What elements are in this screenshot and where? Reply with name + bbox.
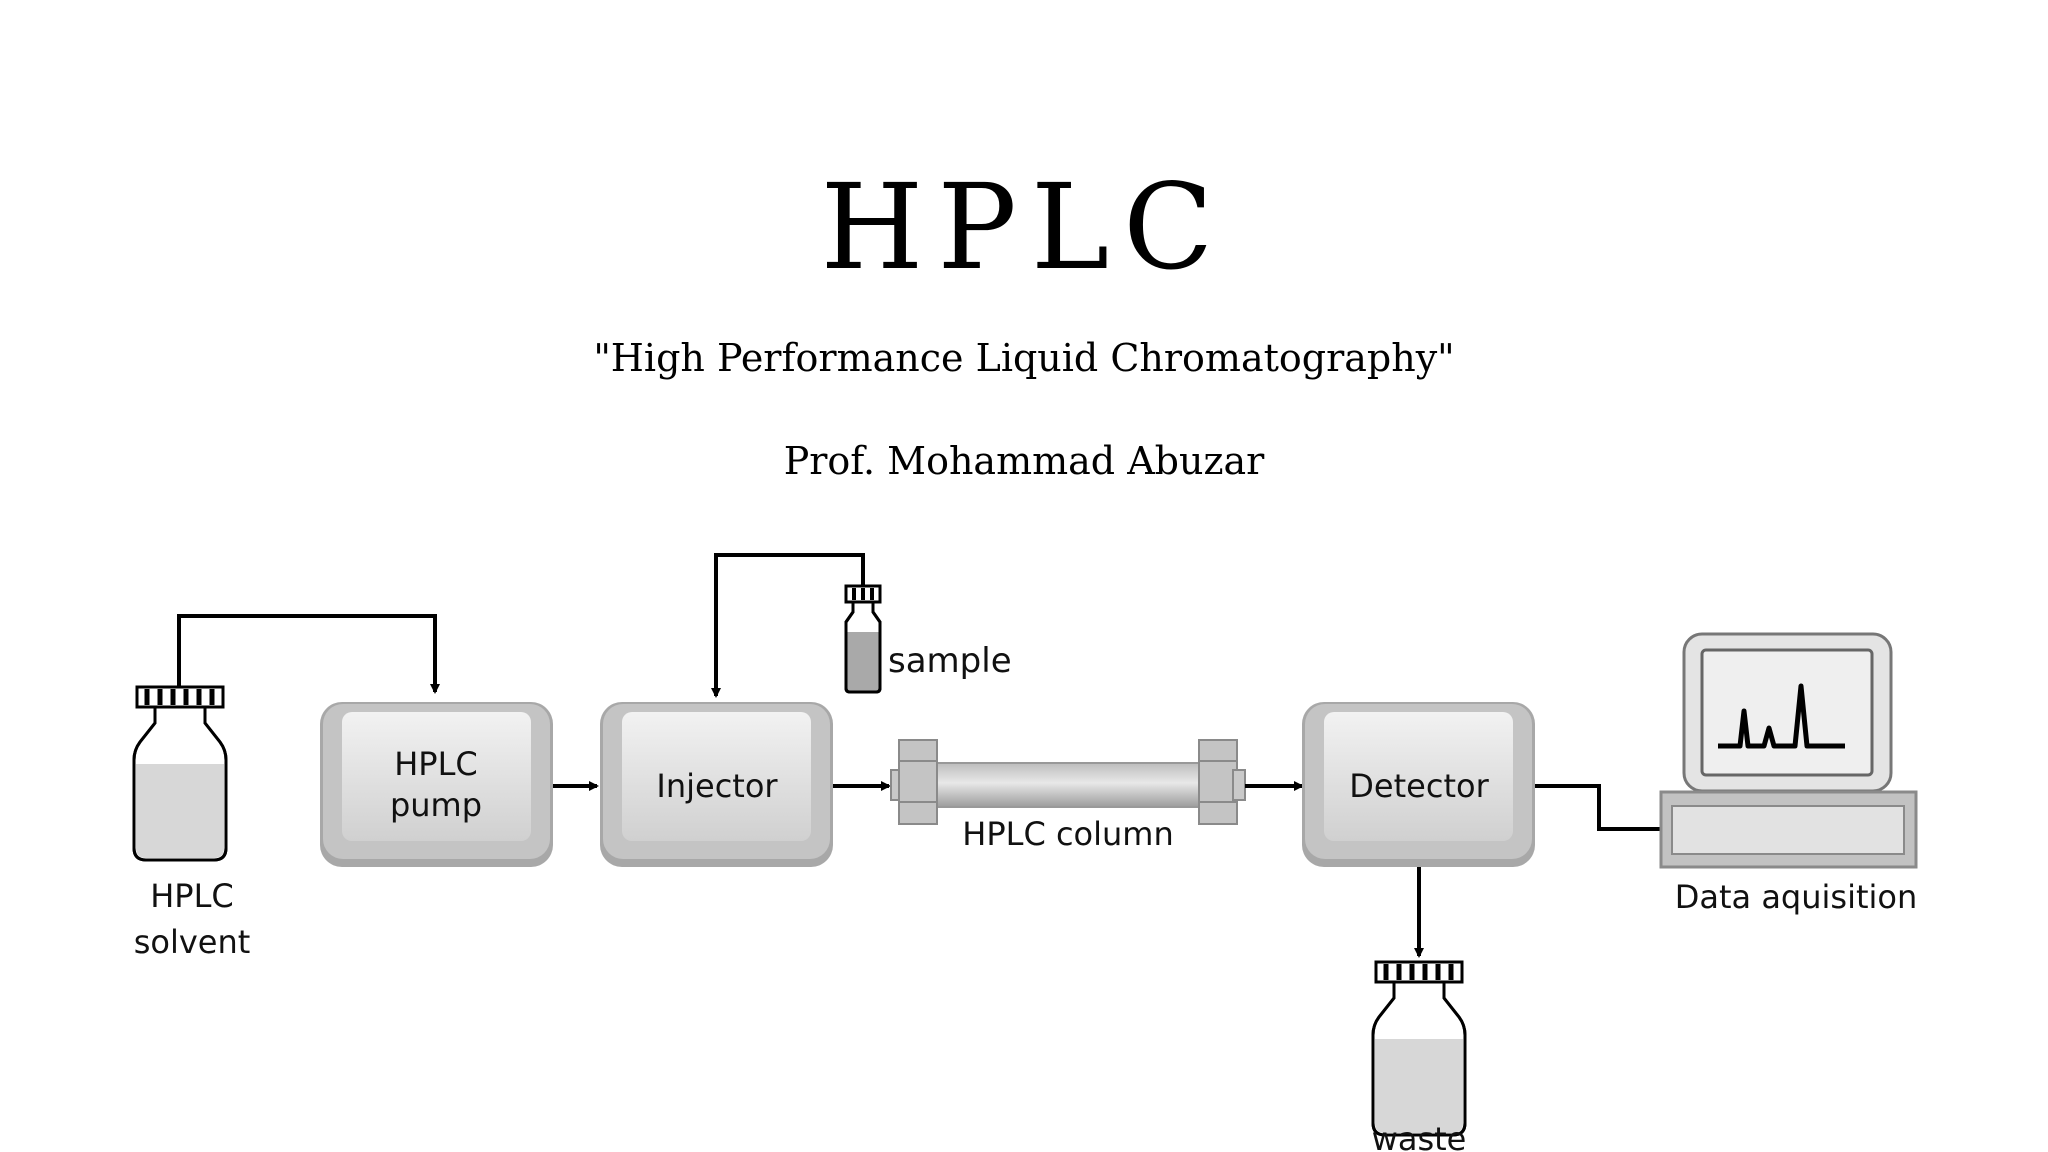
pump-box (320, 702, 553, 867)
solvent-to-pump-line (177, 614, 440, 694)
slide-title: HPLC (820, 158, 1228, 296)
solvent-label-line2: solvent (134, 923, 251, 961)
slide-author: Prof. Mohammad Abuzar (783, 439, 1265, 483)
sample-to-injector-line (711, 553, 865, 698)
column-label: HPLC column (962, 815, 1174, 853)
injector-box (600, 702, 833, 867)
sample-label: sample (888, 641, 1012, 681)
sample-vial-icon (844, 584, 882, 694)
detector-to-computer-line (1535, 784, 1661, 831)
chromatogram-trace (1718, 683, 1845, 749)
detector-box (1302, 702, 1535, 867)
data-acquisition-label: Data aquisition (1675, 878, 1918, 916)
slide-subtitle: "High Performance Liquid Chromatography" (593, 336, 1455, 380)
injector-label: Injector (656, 767, 778, 805)
waste-bottle-icon (1371, 960, 1467, 1137)
pump-label-line2: pump (390, 786, 482, 824)
waste-label: waste (1372, 1120, 1467, 1152)
computer-icon (1659, 632, 1918, 869)
column-icon (890, 739, 1246, 825)
solvent-bottle-icon (132, 685, 228, 862)
detector-label: Detector (1349, 767, 1489, 805)
pump-label-line1: HPLC (394, 745, 478, 783)
solvent-label-line1: HPLC (150, 877, 234, 915)
